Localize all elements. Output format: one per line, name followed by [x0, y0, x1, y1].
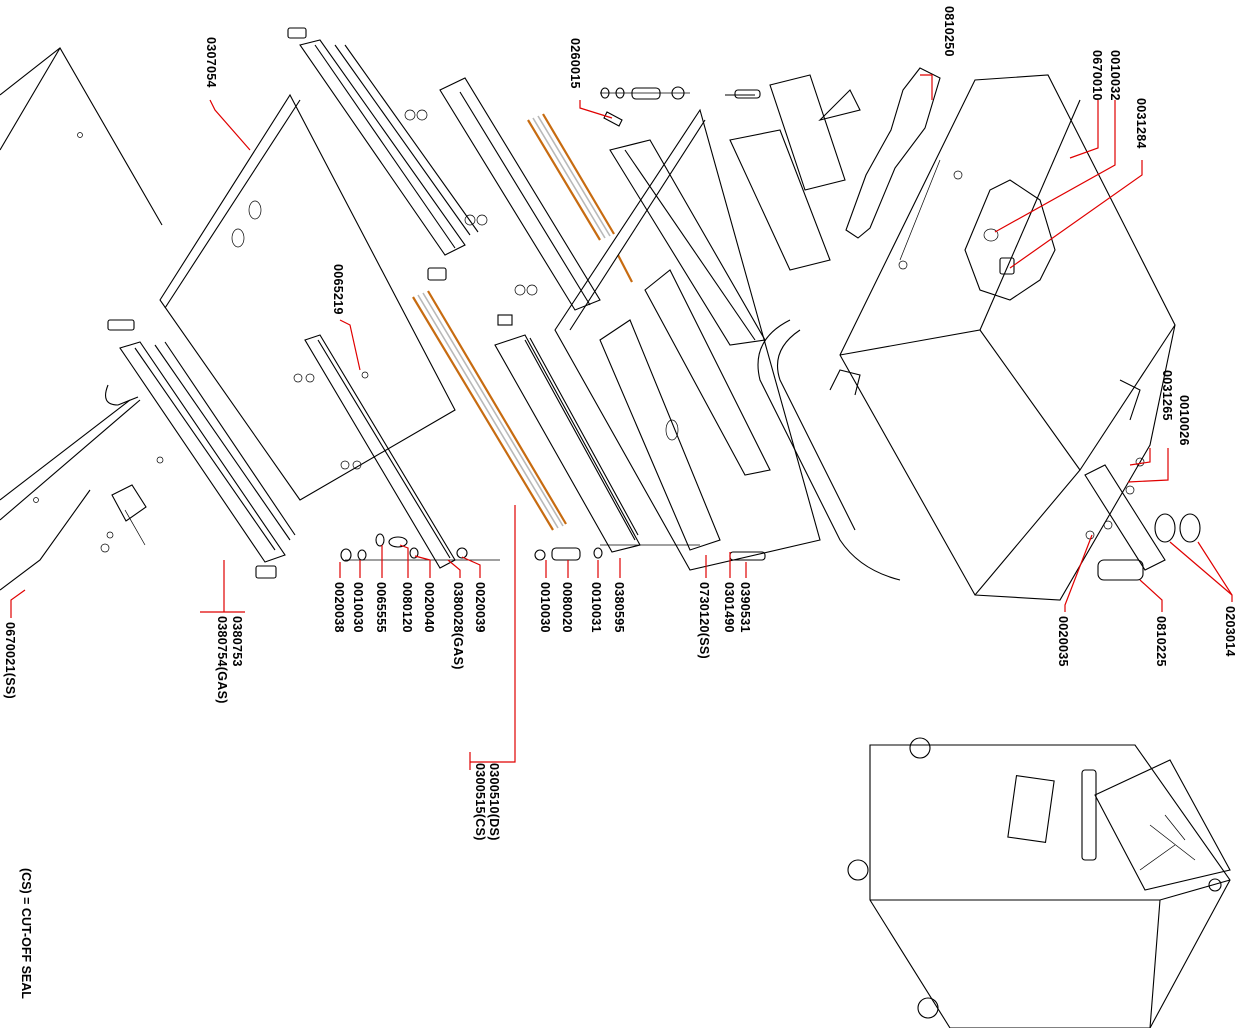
label-0380595: 0380595	[612, 582, 626, 633]
leader-lines	[10, 74, 1233, 770]
label-0307054: 0307054	[204, 37, 218, 88]
part-labels: 0307054 0260015 0810250 0670010 0010032 …	[3, 6, 1237, 999]
hardware-stacks-drawing	[340, 86, 766, 562]
label-0010032: 0010032	[1108, 50, 1122, 101]
label-0300515: 0300515(CS)	[473, 763, 487, 841]
label-0010031: 0010031	[589, 582, 603, 633]
base-tray-drawing	[0, 47, 163, 591]
legend-note: (CS) = CUT-OFF SEAL	[19, 868, 33, 999]
lid-plate-drawing	[159, 93, 456, 501]
label-0301490: 0301490	[722, 582, 736, 633]
chamber-bracket-drawing	[725, 74, 861, 271]
platen-plate-drawing	[554, 108, 821, 571]
label-0670010: 0670010	[1090, 50, 1104, 101]
label-0031265: 0031265	[1160, 370, 1174, 421]
chamber-hood-drawing	[829, 74, 1176, 601]
label-0260015: 0260015	[568, 38, 582, 89]
label-0020040: 0020040	[422, 582, 436, 633]
label-0730120: 0730120(SS)	[697, 582, 711, 659]
label-0390531: 0390531	[738, 582, 752, 633]
label-0020035: 0020035	[1056, 616, 1070, 667]
assembled-machine-drawing	[847, 737, 1231, 1028]
label-0080120: 0080120	[400, 582, 414, 633]
label-0080020: 0080020	[560, 582, 574, 633]
label-0380754: 0380754(GAS)	[215, 616, 229, 704]
fittings-drawing	[1084, 457, 1201, 581]
label-0670021: 0670021(SS)	[3, 622, 17, 699]
seal-bar-drawing	[293, 334, 456, 569]
label-0380753: 0380753	[230, 616, 244, 667]
label-0065555: 0065555	[374, 582, 388, 633]
label-0031284: 0031284	[1134, 98, 1148, 149]
label-0010026: 0010026	[1177, 395, 1191, 446]
hinge-drawing	[757, 67, 963, 581]
heating-element-drawing	[412, 113, 633, 531]
label-0010030-a: 0010030	[538, 582, 552, 633]
upper-seal-holder-drawing	[404, 77, 601, 326]
upper-rail-drawing	[287, 27, 479, 281]
label-0020038: 0020038	[332, 582, 346, 633]
label-0380028: 0380028(GAS)	[451, 582, 465, 670]
label-0810250: 0810250	[942, 6, 956, 57]
label-0065219: 0065219	[331, 264, 345, 315]
label-0020039: 0020039	[473, 582, 487, 633]
label-0300510: 0300510(DS)	[487, 763, 501, 841]
label-0010030-b: 0010030	[351, 582, 365, 633]
label-0203014: 0203014	[1223, 606, 1237, 657]
lower-rail-drawing	[100, 319, 296, 579]
label-0810225: 0810225	[1154, 616, 1168, 667]
